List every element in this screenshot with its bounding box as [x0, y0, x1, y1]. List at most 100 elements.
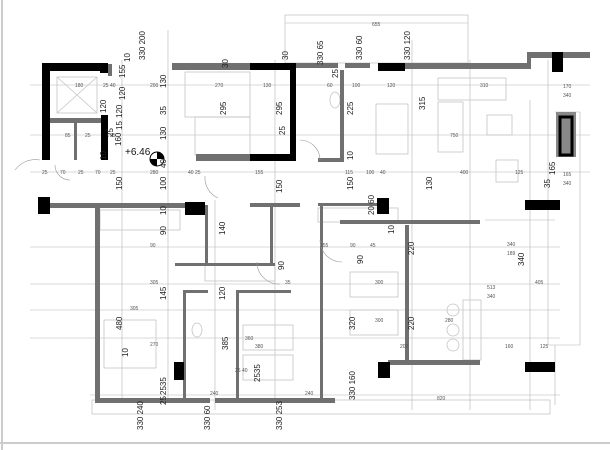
- horizontal-dimension-label: 40 25: [188, 170, 201, 176]
- vertical-dimension-label: 90: [356, 255, 365, 264]
- double-bed: [103, 319, 157, 369]
- vertical-dimension-label: 100: [159, 176, 168, 190]
- horizontal-dimension-label: 100: [352, 83, 361, 89]
- vertical-dimension-label: 295: [275, 101, 284, 115]
- vertical-dimension-label: 10: [159, 206, 168, 215]
- dining-table: [375, 103, 409, 155]
- vertical-dimension-label: 150: [346, 176, 355, 190]
- vertical-dimension-label: 330 60: [203, 405, 212, 430]
- vertical-dimension-label: 120: [115, 104, 124, 118]
- horizontal-dimension-label: 340: [487, 294, 496, 300]
- horizontal-dimension-label: 60: [327, 83, 333, 89]
- vertical-dimension-label: 140: [218, 221, 227, 235]
- horizontal-dimension-label: 100: [366, 170, 375, 176]
- vertical-dimension-label: 35: [159, 106, 168, 115]
- vertical-dimension-label: 130: [425, 176, 434, 190]
- horizontal-dimension-label: 90: [150, 243, 156, 249]
- horizontal-dimension-label: 125: [540, 344, 549, 350]
- horizontal-dimension-label: 240: [210, 391, 219, 397]
- vertical-dimension-label: 145: [159, 286, 168, 300]
- vertical-dimension-label: 165: [548, 161, 557, 175]
- horizontal-dimension-label: 270: [150, 342, 159, 348]
- horizontal-dimension-label: 380: [255, 344, 264, 350]
- horizontal-dimension-label: 25: [110, 133, 116, 139]
- vertical-dimension-label: 480: [115, 316, 124, 330]
- elevation-label: +6.46: [125, 147, 151, 158]
- solid-walls: [38, 52, 574, 380]
- vertical-dimension-label: 330 160: [348, 371, 357, 400]
- horizontal-dimension-label: 35: [285, 280, 291, 286]
- vertical-dimension-label: 160: [114, 132, 123, 146]
- sofa: [437, 77, 507, 101]
- horizontal-dimension-label: 90: [350, 243, 356, 249]
- horizontal-dimension-label: 300: [375, 280, 384, 286]
- vertical-dimension-label: 120: [99, 99, 108, 113]
- horizontal-dimension-label: 340: [507, 242, 516, 248]
- horizontal-dimension-label: 165: [563, 172, 572, 178]
- single-bed-3: [349, 271, 399, 298]
- overall-dimension-label: 655: [372, 22, 381, 28]
- horizontal-dimension-label: 70: [95, 170, 101, 176]
- vertical-dimension-label: 330 65: [316, 40, 325, 65]
- horizontal-dimension-label: 340: [563, 181, 572, 187]
- single-bed-2: [242, 354, 294, 381]
- vertical-dimension-label: 150: [115, 176, 124, 190]
- horizontal-dimension-label: 125: [515, 170, 524, 176]
- vertical-dimension-label: 25: [278, 126, 287, 135]
- vertical-dimension-label: 220: [407, 241, 416, 255]
- horizontal-dimension-label: 240: [305, 391, 314, 397]
- vertical-dimension-label: 330 200: [138, 31, 147, 60]
- vertical-dimension-label: 220: [407, 316, 416, 330]
- horizontal-dimension-label: 155: [320, 243, 329, 249]
- horizontal-dimension-label: 45: [370, 243, 376, 249]
- side-table: [495, 159, 519, 183]
- vertical-dimension-label: 2535: [253, 364, 262, 382]
- vertical-dimension-label: 20 60: [367, 194, 376, 215]
- stool: [446, 303, 460, 317]
- horizontal-dimension-label: 405: [535, 280, 544, 286]
- horizontal-dimension-label: 305: [130, 306, 139, 312]
- horizontal-dimension-label: 25: [85, 133, 91, 139]
- vertical-dimension-label: 30: [221, 59, 230, 68]
- horizontal-dimension-label: 25 40: [103, 83, 116, 89]
- horizontal-dimension-label: 170: [563, 84, 572, 90]
- furniture: [56, 71, 519, 381]
- vertical-dimension-label: 35: [543, 179, 552, 188]
- elevator-shaft: [56, 76, 98, 114]
- armchair: [437, 101, 464, 153]
- vertical-dimension-label: 130: [159, 126, 168, 140]
- vertical-dimension-label: 225: [346, 101, 355, 115]
- vertical-dimension-label: 330 253: [275, 401, 284, 430]
- vertical-dimension-label: 150: [275, 179, 284, 193]
- horizontal-dimension-label: 25: [78, 170, 84, 176]
- horizontal-dimension-label: 25: [42, 170, 48, 176]
- horizontal-dimension-label: 360: [245, 336, 254, 342]
- elevation-marker: +6.46: [125, 147, 165, 167]
- vertical-dimension-label: 320: [348, 316, 357, 330]
- horizontal-dimension-label: 400: [460, 170, 469, 176]
- vertical-dimension-label: 385: [221, 336, 230, 350]
- horizontal-dimension-label: 40: [380, 170, 386, 176]
- horizontal-dimension-label: 160: [505, 344, 514, 350]
- vertical-dimension-label: 25: [106, 128, 115, 137]
- horizontal-dimension-label: 305: [150, 280, 159, 286]
- horizontal-dimension-label: 280: [150, 170, 159, 176]
- vertical-dimension-label: 90: [277, 261, 286, 270]
- horizontal-dimension-label: 200: [150, 83, 159, 89]
- horizontal-dimension-label: 25 40: [235, 368, 248, 374]
- vertical-dimension-label: 40: [159, 159, 168, 168]
- vertical-dimension-label: 10: [121, 348, 130, 357]
- horizontal-dimension-label: 340: [563, 93, 572, 99]
- vertical-dimension-label: 295: [219, 101, 228, 115]
- vertical-dimension-label: 340: [517, 252, 526, 266]
- horizontal-dimension-label: 155: [255, 170, 264, 176]
- vertical-dimension-label: 330 60: [355, 35, 364, 60]
- vertical-dimension-label: 120: [118, 86, 127, 100]
- vertical-dimension-label: 25: [331, 69, 340, 78]
- horizontal-dimension-label: 130: [263, 83, 272, 89]
- vertical-dimension-label: 315: [418, 96, 427, 110]
- vertical-dimension-label: 2535: [159, 377, 168, 395]
